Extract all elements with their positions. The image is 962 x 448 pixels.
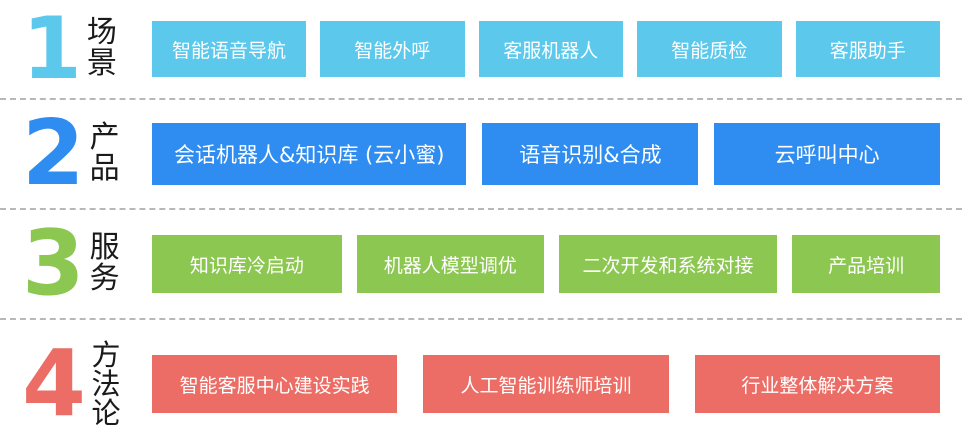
matrix-row-methodology: 4 方法论 智能客服中心建设实践 人工智能训练师培训 行业整体解决方案: [0, 318, 962, 448]
chip-methodology-2[interactable]: 行业整体解决方案: [694, 355, 940, 413]
chip-scenario-4[interactable]: 客服助手: [795, 21, 941, 77]
row-label-methodology: 4 方法论: [0, 320, 152, 448]
chip-service-2[interactable]: 二次开发和系统对接: [558, 235, 778, 293]
chip-scenario-2[interactable]: 客服机器人: [478, 21, 624, 77]
row-number-3: 3: [22, 211, 85, 317]
chip-list-product: 会话机器人&知识库 (云小蜜) 语音识别&合成 云呼叫中心: [152, 123, 962, 185]
chip-product-0[interactable]: 会话机器人&知识库 (云小蜜): [152, 123, 467, 185]
chip-service-0[interactable]: 知识库冷启动: [152, 235, 342, 293]
matrix-row-product: 2 产品 会话机器人&知识库 (云小蜜) 语音识别&合成 云呼叫中心: [0, 98, 962, 208]
row-number-4: 4: [22, 330, 86, 438]
matrix-row-scenario: 1 场景 智能语音导航 智能外呼 客服机器人 智能质检 客服助手: [0, 0, 962, 98]
chip-scenario-0[interactable]: 智能语音导航: [152, 21, 307, 77]
row-label-scenario: 1 场景: [0, 0, 152, 98]
row-title-product: 产品: [89, 120, 120, 186]
chip-product-1[interactable]: 语音识别&合成: [482, 123, 699, 185]
row-title-service: 服务: [89, 230, 120, 296]
chip-list-scenario: 智能语音导航 智能外呼 客服机器人 智能质检 客服助手: [152, 21, 962, 77]
chip-methodology-0[interactable]: 智能客服中心建设实践: [152, 355, 398, 413]
chip-product-2[interactable]: 云呼叫中心: [714, 123, 940, 185]
chip-list-methodology: 智能客服中心建设实践 人工智能训练师培训 行业整体解决方案: [152, 355, 962, 413]
row-number-2: 2: [22, 101, 85, 207]
chip-service-1[interactable]: 机器人模型调优: [356, 235, 544, 293]
chip-list-service: 知识库冷启动 机器人模型调优 二次开发和系统对接 产品培训: [152, 235, 962, 293]
row-label-product: 2 产品: [0, 100, 152, 208]
row-label-service: 3 服务: [0, 210, 152, 318]
row-title-scenario: 场景: [86, 15, 117, 81]
chip-scenario-3[interactable]: 智能质检: [637, 21, 782, 77]
matrix-row-service: 3 服务 知识库冷启动 机器人模型调优 二次开发和系统对接 产品培训: [0, 208, 962, 318]
chip-scenario-1[interactable]: 智能外呼: [320, 21, 465, 77]
chip-service-3[interactable]: 产品培训: [792, 235, 940, 293]
row-number-1: 1: [22, 0, 82, 99]
row-title-methodology: 方法论: [91, 337, 121, 430]
chip-methodology-1[interactable]: 人工智能训练师培训: [423, 355, 669, 413]
